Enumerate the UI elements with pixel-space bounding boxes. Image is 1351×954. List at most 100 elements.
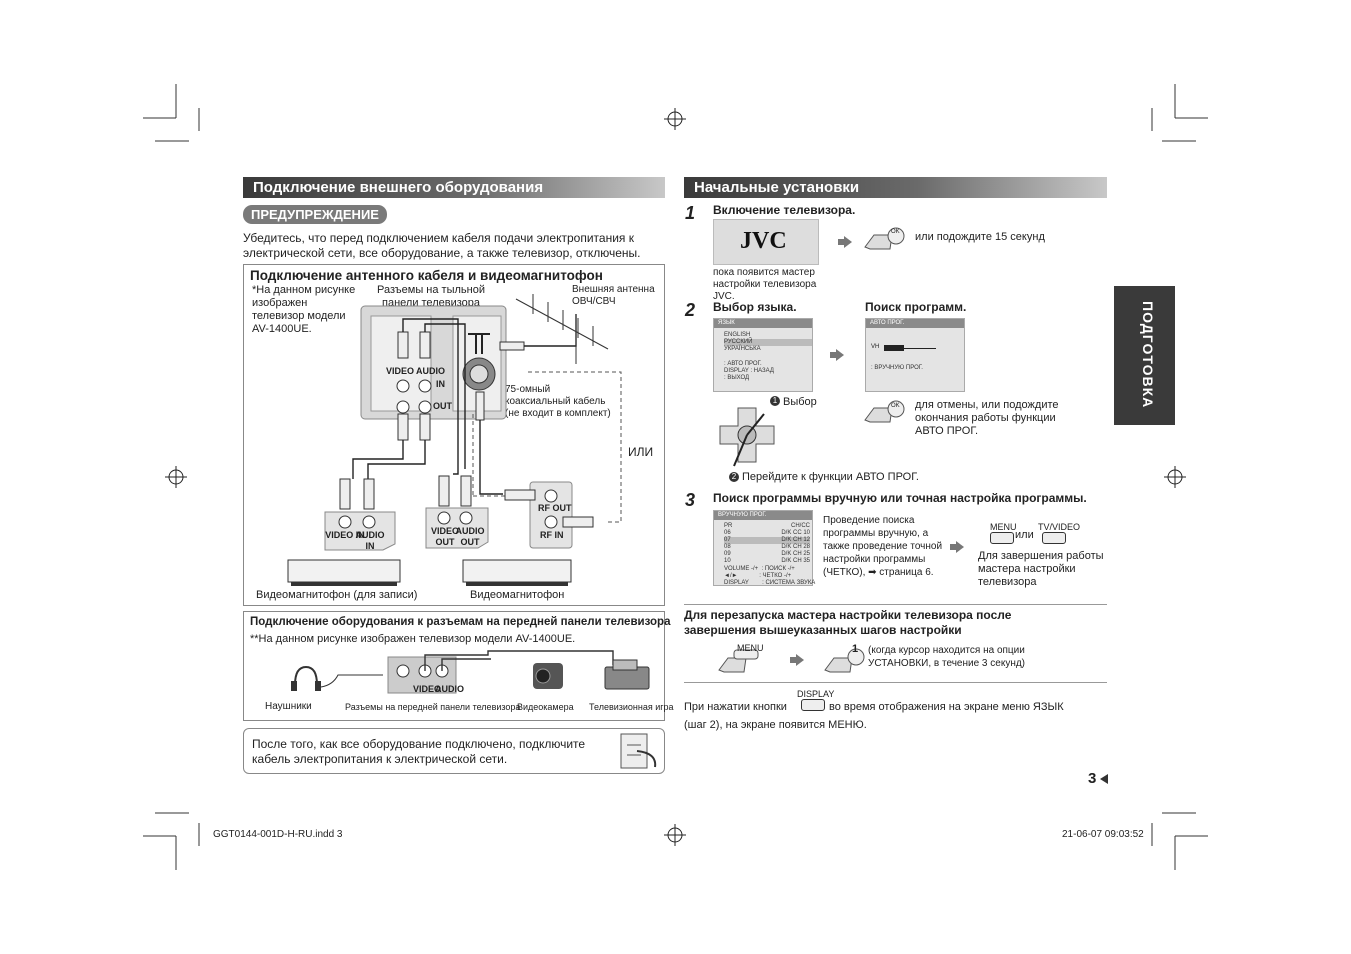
warning-text: Убедитесь, что перед подключением кабеля… xyxy=(243,231,641,260)
ok-button-icon[interactable] xyxy=(862,225,908,255)
antenna-box-title: Подключение антенного кабеля и видеомагн… xyxy=(250,268,603,283)
lang-menu-line-1: : АВТО ПРОГ. xyxy=(724,361,762,367)
rf-in-label: RF IN xyxy=(540,530,564,540)
front-panel-box xyxy=(243,611,665,721)
rf-out-label: RF OUT xyxy=(538,503,572,513)
language-screen: ЯЗЫК ENGLISH РУССКИЙ УКРАЇНСЬКА : АВТО П… xyxy=(713,318,813,392)
language-screen-title: ЯЗЫК xyxy=(714,319,812,328)
marker-2: 2 xyxy=(729,472,739,482)
ok-button-icon[interactable] xyxy=(862,398,908,428)
menu-btn-label: MENU xyxy=(990,522,1017,532)
front-wiring-diagram xyxy=(291,650,650,694)
progress-fill xyxy=(884,345,904,351)
arrow-icon xyxy=(838,236,852,248)
vcr2-audio-out-label: AUDIO OUT xyxy=(455,526,485,547)
arrow-icon xyxy=(830,349,844,361)
menu-press-icon[interactable] xyxy=(716,646,762,676)
display-button[interactable] xyxy=(801,699,825,711)
auto-prog-screen-title: АВТО ПРОГ. xyxy=(866,319,964,328)
goto-auto-label: Перейдите к функции АВТО ПРОГ. xyxy=(742,471,919,483)
vcr2-video-out-label: VIDEO OUT xyxy=(430,526,459,547)
finish-text: Для завершения работы мастера настройки … xyxy=(978,550,1104,588)
marker-1: 1 xyxy=(770,396,780,406)
warning-badge: ПРЕДУПРЕЖДЕНИЕ xyxy=(243,205,387,224)
rear-out-label: OUT xyxy=(433,401,452,411)
step1-caption: пока появится мастер настройки телевизор… xyxy=(713,267,817,302)
manual-prog-line: : ВРУЧНУЮ ПРОГ. xyxy=(871,365,923,371)
one-press-icon[interactable] xyxy=(822,646,868,676)
camcorder-label: Видеокамера xyxy=(517,702,574,712)
lang-menu-line-3: : ВЫХОД xyxy=(724,375,750,381)
step2-title: Выбор языка. xyxy=(713,300,797,314)
progress-track xyxy=(904,348,936,349)
search-title: Поиск программ. xyxy=(865,300,967,314)
front-box-note: **На данном рисунке изображен телевизор … xyxy=(250,633,576,645)
front-audio-label: AUDIO xyxy=(435,684,464,694)
ok-label: OK xyxy=(891,403,900,409)
arrow-icon xyxy=(950,541,964,553)
arrow-icon xyxy=(790,654,804,666)
manual-foot-line: ◄/► : ЧЕТКО -/+ xyxy=(724,573,792,579)
rear-in-label: IN xyxy=(436,379,445,389)
dpad-icon[interactable] xyxy=(712,404,792,470)
manual-screen-title: ВРУЧНУЮ ПРОГ. xyxy=(714,511,812,520)
restart-menu-label: MENU xyxy=(737,643,764,653)
rear-video-label: VIDEO xyxy=(386,366,415,376)
coax-cable-label: 75-омный коаксиальный кабель (не входит … xyxy=(505,384,611,419)
left-section-title: Подключение внешнего оборудования xyxy=(243,177,665,198)
display-btn-label: DISPLAY xyxy=(797,689,835,699)
vcr1-video-in-label: VIDEO IN xyxy=(325,530,365,540)
display-note-line2: (шаг 2), на экране появится МЕНЮ. xyxy=(684,719,867,731)
headphones-label: Наушники xyxy=(265,701,312,712)
tvvideo-button[interactable] xyxy=(1042,532,1066,544)
jvc-screen: JVC xyxy=(713,219,819,265)
lang-english[interactable]: ENGLISH xyxy=(724,332,751,338)
side-tab-label: ПОДГОТОВКА xyxy=(1140,301,1156,409)
page-number: 3 xyxy=(1088,770,1097,787)
or-text: или xyxy=(1015,529,1034,541)
rear-audio-label: AUDIO xyxy=(416,366,445,376)
divider xyxy=(684,604,1107,605)
step3-title: Поиск программы вручную или точная настр… xyxy=(713,491,1087,505)
step1-wait: или подождите 15 секунд xyxy=(915,231,1045,243)
ok-label: OK xyxy=(891,229,900,235)
lang-menu-line-2: DISPLAY : НАЗАД xyxy=(724,368,774,374)
vh-label: VH xyxy=(871,344,880,350)
jvc-logo: JVC xyxy=(740,228,787,254)
power-socket-icon xyxy=(620,733,657,769)
restart-one-label: 1 xyxy=(852,643,859,655)
game-label: Телевизионная игра xyxy=(589,702,674,712)
vcr1-audio-in-label: AUDIO IN xyxy=(355,530,385,551)
or-label: ИЛИ xyxy=(628,445,654,459)
front-box-title: Подключение оборудования к разъемам на п… xyxy=(250,616,671,628)
display-note-pre: При нажатии кнопки xyxy=(684,701,787,713)
footer-date: 21-06-07 09:03:52 xyxy=(1062,829,1144,840)
vcr-record-label: Видеомагнитофон (для записи) xyxy=(256,589,418,601)
antenna-wiring-diagram xyxy=(287,294,622,586)
restart-hint: (когда курсор находится на опции УСТАНОВ… xyxy=(868,645,1026,669)
right-section-title: Начальные установки xyxy=(684,177,1107,198)
lang-ukrainian[interactable]: УКРАЇНСЬКА xyxy=(724,346,761,352)
footer-file: GGT0144-001D-H-RU.indd 3 xyxy=(213,829,343,840)
front-jacks-label: Разъемы на передней панели телевизора xyxy=(345,702,521,712)
select-label: Выбор xyxy=(783,396,817,408)
antenna-label: Внешняя антенна ОВЧ/СВЧ xyxy=(572,284,655,307)
power-note-box xyxy=(243,728,665,774)
side-tab: ПОДГОТОВКА xyxy=(1114,286,1175,425)
vcr-label: Видеомагнитофон xyxy=(470,589,565,601)
divider xyxy=(684,682,1107,683)
step1-title: Включение телевизора. xyxy=(713,203,856,217)
model-note: *На данном рисунке изображен телевизор м… xyxy=(252,284,356,335)
power-note-text: После того, как все оборудование подключ… xyxy=(252,737,586,766)
lang-russian[interactable]: РУССКИЙ xyxy=(724,339,812,346)
step2-number: 2 xyxy=(685,300,696,320)
menu-button[interactable] xyxy=(990,532,1014,544)
